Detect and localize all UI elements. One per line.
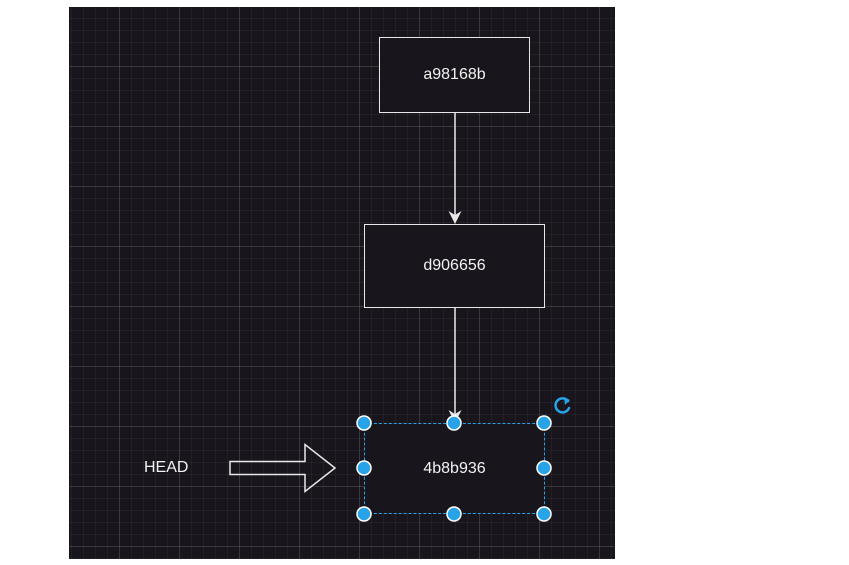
selection-handles [356, 397, 571, 522]
commit-label: a98168b [423, 66, 486, 83]
resize-handle-top[interactable] [446, 415, 462, 431]
edge-a98168b-to-d906656[interactable] [448, 113, 462, 224]
commit-node-4b8b936[interactable]: 4b8b936 [364, 423, 545, 514]
rotate-icon[interactable] [554, 397, 571, 414]
head-label: HEAD [144, 459, 189, 476]
commit-label: d906656 [423, 257, 486, 274]
commit-node-a98168b[interactable]: a98168b [379, 37, 530, 113]
commit-label: 4b8b936 [423, 459, 486, 477]
head-arrow-icon[interactable] [229, 442, 337, 494]
resize-handle-bottom-right[interactable] [536, 506, 552, 522]
resize-handle-bottom-left[interactable] [356, 506, 372, 522]
resize-handle-top-left[interactable] [356, 415, 372, 431]
diagram-canvas[interactable]: a98168b d906656 4b8b936 HEAD [69, 7, 615, 559]
resize-handle-left[interactable] [356, 460, 372, 476]
arrowhead-icon [448, 211, 462, 224]
resize-handle-bottom[interactable] [446, 506, 462, 522]
resize-handle-right[interactable] [536, 460, 552, 476]
commit-node-d906656[interactable]: d906656 [364, 224, 545, 308]
resize-handle-top-right[interactable] [536, 415, 552, 431]
